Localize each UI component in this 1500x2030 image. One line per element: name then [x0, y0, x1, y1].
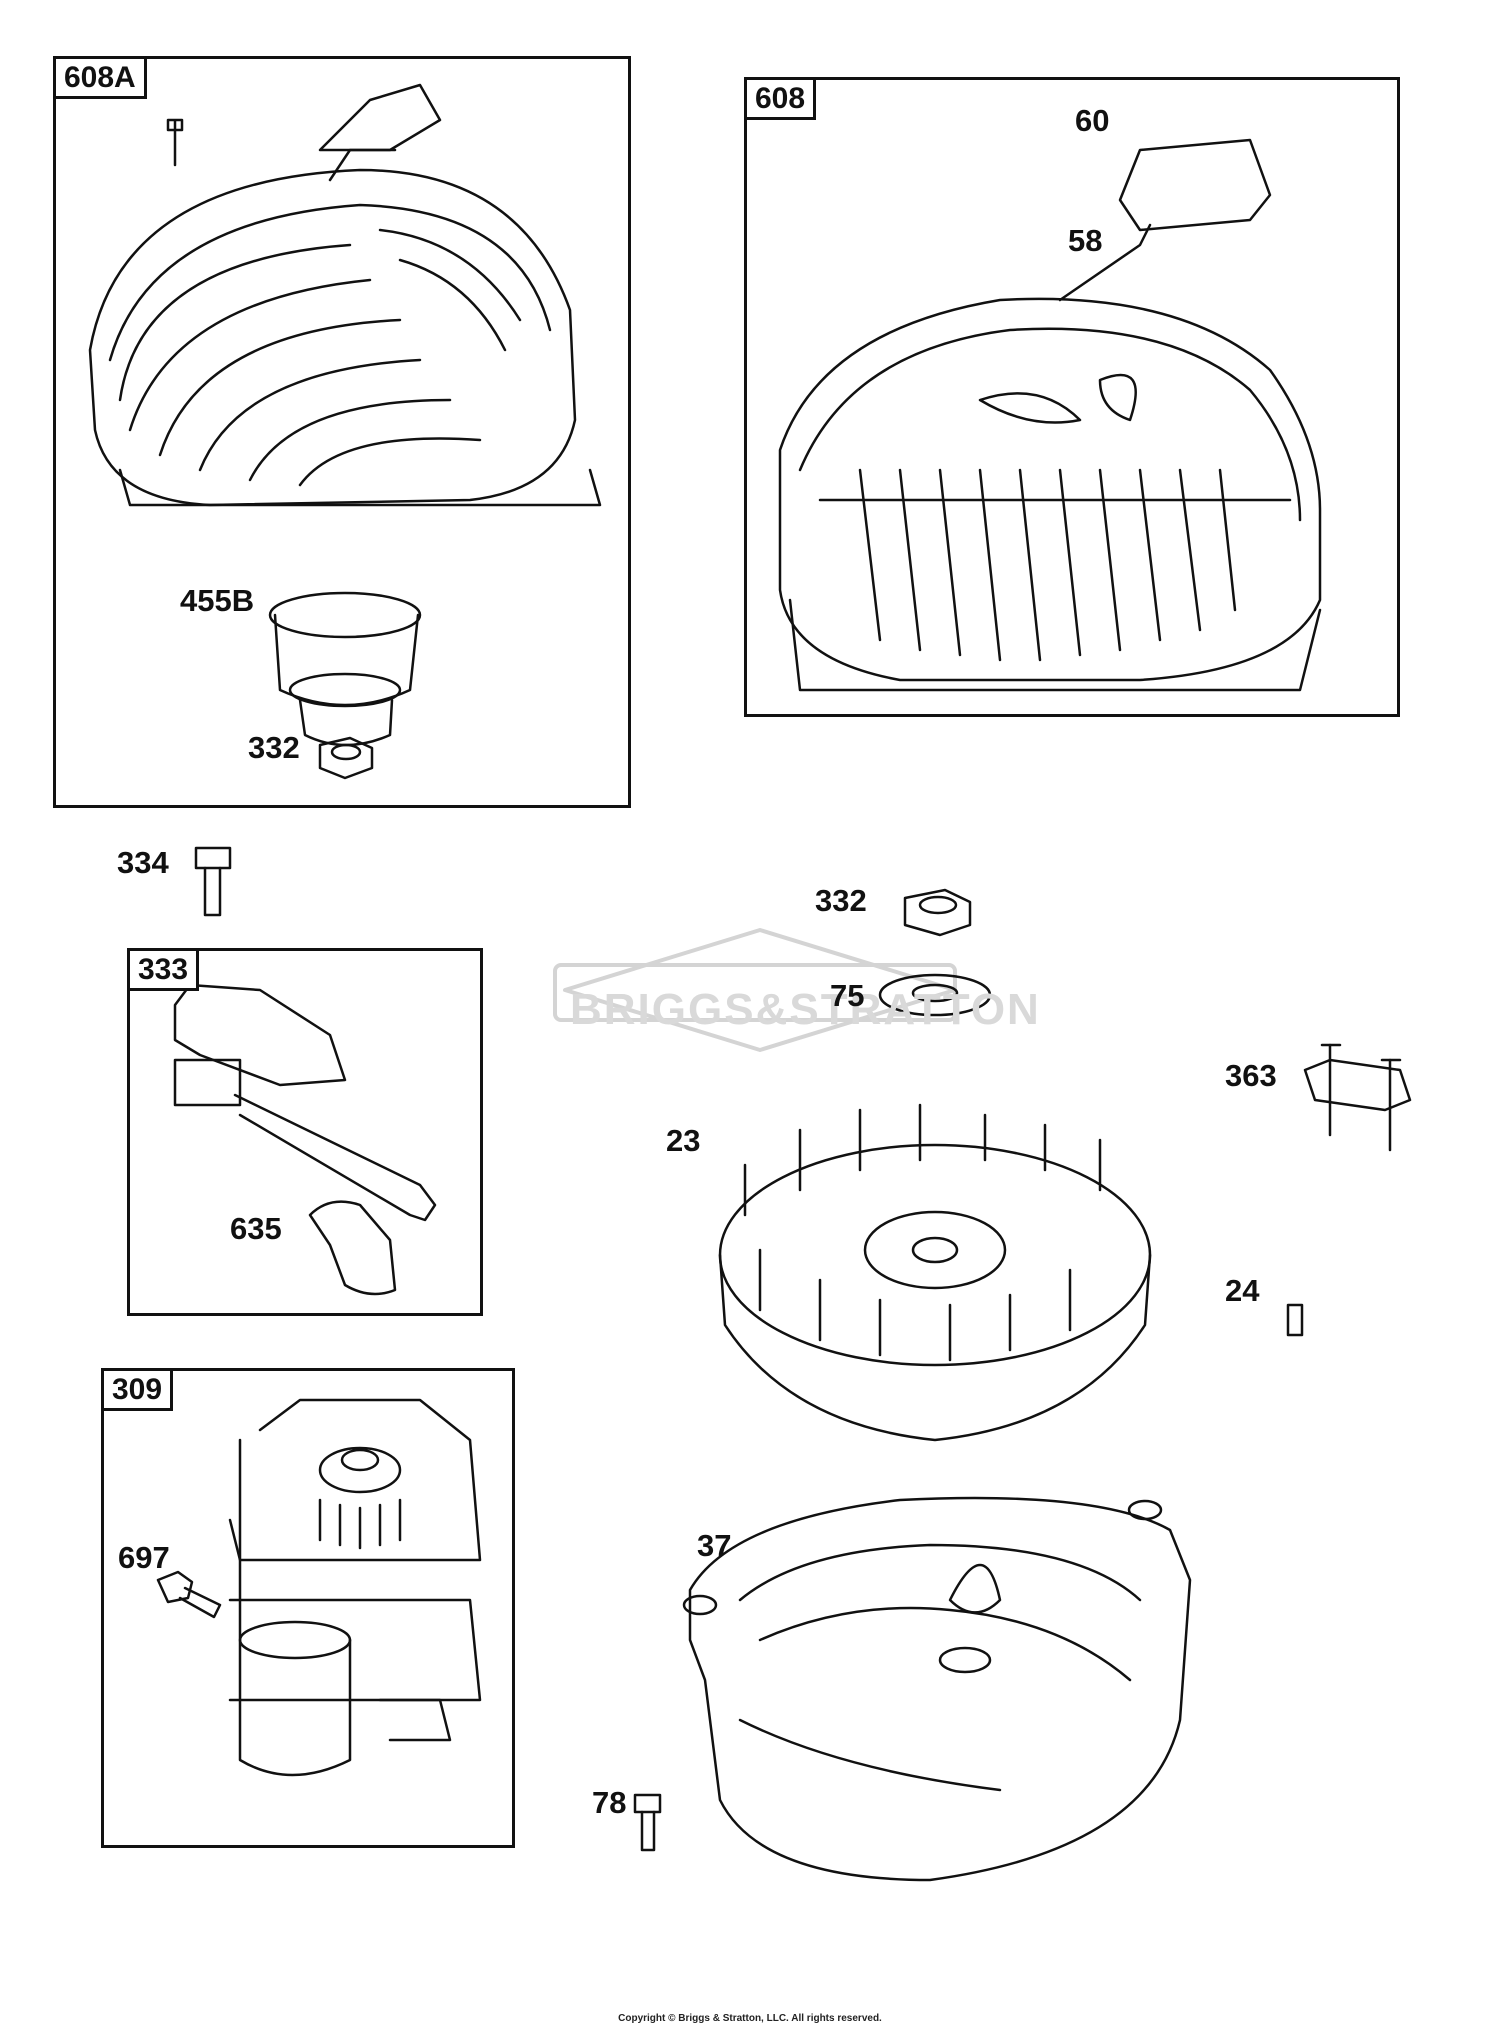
- starter-cup-455b-drawing: [268, 591, 422, 747]
- brand-watermark-text: BRIGGS&STRATTON: [570, 985, 1041, 1034]
- part-label-455b: 455B: [180, 583, 255, 618]
- part-label-334: 334: [117, 845, 169, 880]
- flywheel-key-24-drawing: [1286, 1303, 1304, 1337]
- part-label-60: 60: [1075, 103, 1110, 138]
- nut-332-drawing: [318, 736, 374, 780]
- part-label-363: 363: [1225, 1058, 1277, 1093]
- flywheel-23-drawing: [718, 1103, 1152, 1442]
- recoil-starter-608-drawing: [778, 138, 1322, 692]
- starter-motor-309-drawing: [228, 1398, 482, 1777]
- part-label-78: 78: [592, 1785, 627, 1820]
- group-tag-309: 309: [101, 1368, 174, 1411]
- bolt-334-drawing: [194, 846, 232, 917]
- group-box-309: 309: [101, 1368, 515, 1848]
- group-box-608a: 608A: [53, 56, 631, 808]
- group-box-333: 333: [127, 948, 483, 1316]
- washer-75-drawing: [878, 973, 992, 1017]
- group-box-608: 608: [744, 77, 1400, 717]
- part-label-37: 37: [697, 1528, 732, 1563]
- part-label-75: 75: [830, 978, 865, 1013]
- ignition-armature-333-drawing: [173, 983, 437, 1296]
- group-tag-608: 608: [744, 77, 817, 120]
- part-label-58: 58: [1068, 223, 1103, 258]
- group-tag-333: 333: [127, 948, 200, 991]
- part-label-697: 697: [118, 1540, 170, 1575]
- bolt-697-drawing: [156, 1570, 222, 1619]
- blower-housing-37-drawing: [682, 1496, 1192, 1882]
- recoil-starter-608a-drawing: [88, 83, 602, 507]
- part-label-24: 24: [1225, 1273, 1260, 1308]
- part-label-635: 635: [230, 1211, 282, 1246]
- copyright-notice: Copyright © Briggs & Stratton, LLC. All …: [618, 2013, 882, 2024]
- brand-watermark-logo: [553, 928, 957, 1052]
- part-label-332-a: 332: [248, 730, 300, 765]
- group-tag-608a: 608A: [53, 56, 147, 99]
- nut-332-b-drawing: [903, 888, 972, 937]
- part-label-23: 23: [666, 1123, 701, 1158]
- bracket-363-drawing: [1303, 1043, 1412, 1152]
- part-label-332-b: 332: [815, 883, 867, 918]
- bolt-78-drawing: [633, 1793, 662, 1852]
